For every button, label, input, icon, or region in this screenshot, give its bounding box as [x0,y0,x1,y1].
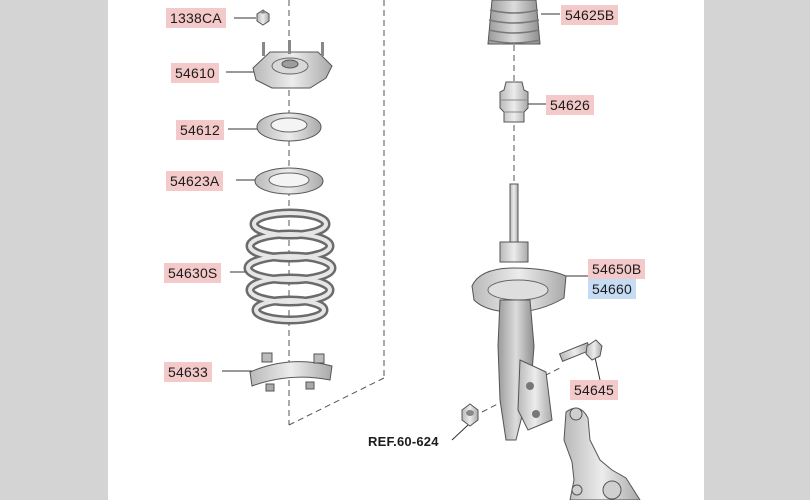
part-label-54612[interactable]: 54612 [176,120,224,140]
diagram-sheet [108,0,704,500]
coil-spring-54630s-drawing [243,208,337,325]
part-label-54630s[interactable]: 54630S [164,263,222,283]
dust-boot-54625b-drawing [487,0,541,45]
part-label-54610[interactable]: 54610 [171,63,219,83]
spring-seat-54623a-drawing [254,167,324,195]
spring-pad-54633-drawing [249,352,333,392]
part-label-54623a[interactable]: 54623A [166,171,224,191]
part-label-54625b[interactable]: 54625B [561,5,619,25]
nut-1338ca-drawing [256,9,270,26]
part-label-54633[interactable]: 54633 [164,362,212,382]
bearing-54612-drawing [256,112,322,142]
ref-nut-drawing [461,403,479,427]
part-label-54626[interactable]: 54626 [546,95,594,115]
strut-mount-54610-drawing [252,40,333,89]
part-label-54645[interactable]: 54645 [570,380,618,400]
reference-label[interactable]: REF.60-624 [368,434,439,449]
steering-knuckle-drawing [563,407,641,500]
part-label-1338ca[interactable]: 1338CA [166,8,226,28]
bump-stop-54626-drawing [499,81,529,123]
part-label-54650b[interactable]: 54650B [588,259,646,279]
part-label-54660[interactable]: 54660 [588,279,636,299]
strut-assembly-54650b-drawing [471,183,567,441]
bolt-54645-drawing [558,339,603,362]
